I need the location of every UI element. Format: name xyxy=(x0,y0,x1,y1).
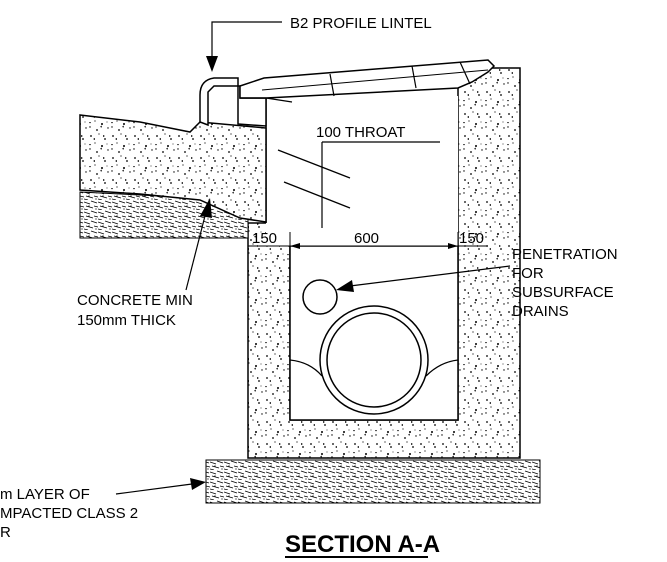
penetration-leader xyxy=(349,265,511,287)
bedding-label-3: R xyxy=(0,524,11,541)
throat-line-2 xyxy=(283,181,351,209)
concrete-leader xyxy=(185,211,207,291)
penetration-label-4: DRAINS xyxy=(512,303,569,320)
lintel-leader xyxy=(211,21,282,58)
throat-label: 100 THROAT xyxy=(316,124,405,141)
lintel-label: B2 PROFILE LINTEL xyxy=(290,15,432,32)
pipe-inner xyxy=(326,312,422,408)
bedding-layer xyxy=(205,459,541,504)
penetration-label-1: PENETRATION xyxy=(512,246,618,263)
concrete-label-2: 150mm THICK xyxy=(77,312,176,329)
dim-mid-label: 600 xyxy=(354,230,379,247)
penetration-label-3: SUBSURFACE xyxy=(512,284,614,301)
bedding-label-1: m LAYER OF xyxy=(0,486,90,503)
dim-left-label: 150 xyxy=(252,230,277,247)
pipe-haunch xyxy=(289,359,459,377)
concrete-label-1: CONCRETE MIN xyxy=(77,292,193,309)
bedding-leader xyxy=(115,483,193,495)
penetration-label-2: FOR xyxy=(512,265,544,282)
dim-right-label: 150 xyxy=(459,230,484,247)
kerb-lintel xyxy=(199,77,267,127)
section-title: SECTION A-A xyxy=(285,531,440,558)
upper-pit-wall xyxy=(266,96,458,246)
throat-line-1 xyxy=(277,149,351,179)
penetration-hole xyxy=(302,279,338,315)
bedding-label-2: MPACTED CLASS 2 xyxy=(0,505,138,522)
grate-top xyxy=(239,59,496,99)
concrete-surround xyxy=(79,114,267,223)
